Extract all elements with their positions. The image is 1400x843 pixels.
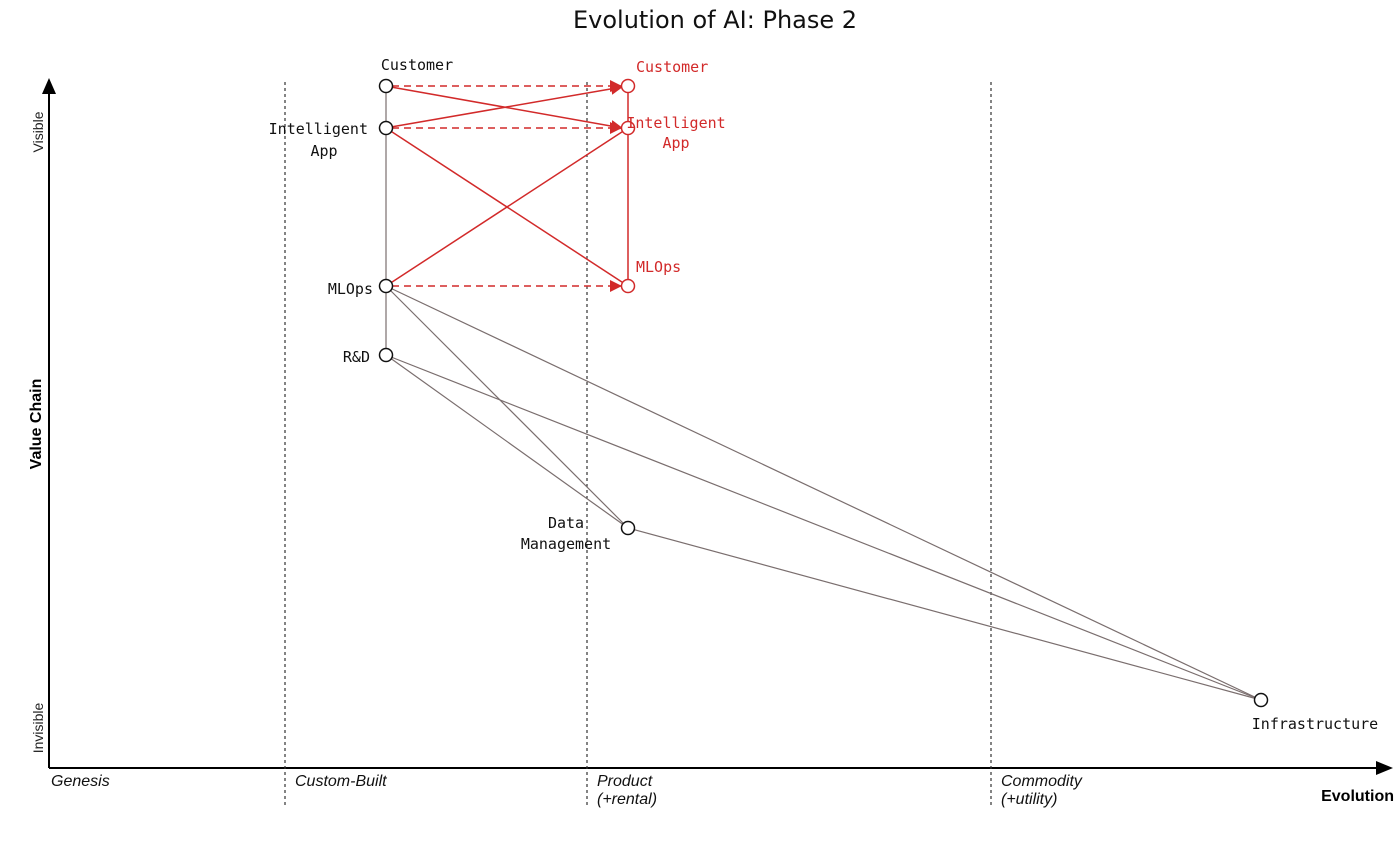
node-mlops[interactable] — [378, 278, 394, 294]
label-intelligent-app-2: App — [310, 142, 337, 160]
stage-dividers — [284, 82, 992, 806]
stage-commodity: Commodity — [1001, 773, 1083, 790]
label-intelligent-app-evolved-1: Intelligent — [626, 114, 725, 132]
node-rnd[interactable] — [378, 347, 394, 363]
label-mlops-evolved: MLOps — [636, 258, 681, 276]
evolution-arrows — [390, 80, 623, 292]
node-intelligent-app-evolved[interactable] — [620, 120, 636, 136]
label-mlops: MLOps — [328, 280, 373, 298]
stage-product-sub: (+rental) — [597, 791, 657, 808]
label-data-management-2: Management — [521, 535, 611, 553]
stage-genesis: Genesis — [51, 773, 110, 790]
component-nodes — [378, 78, 1269, 708]
label-rnd: R&D — [343, 348, 370, 366]
component-labels: Customer Intelligent App MLOps R&D Data … — [269, 56, 1379, 733]
label-infrastructure: Infrastructure — [1252, 715, 1378, 733]
y-axis-arrowhead — [42, 78, 56, 94]
link-data-management-infrastructure — [627, 527, 1262, 701]
evolved-links — [385, 86, 629, 287]
y-axis-invisible-label: Invisible — [30, 703, 46, 754]
link-rnd-infrastructure — [385, 354, 1262, 701]
label-customer-evolved: Customer — [636, 58, 708, 76]
stage-labels: Genesis Custom-Built Product (+rental) C… — [51, 773, 1083, 808]
arrow-app-to-evolved-customer — [390, 82, 623, 128]
stage-custom-built: Custom-Built — [295, 773, 387, 790]
link-mlops-to-evolved-app — [385, 127, 629, 287]
link-rnd-data-management — [385, 354, 629, 529]
label-data-management-1: Data — [548, 514, 584, 532]
diagram-title: Evolution of AI: Phase 2 — [573, 6, 857, 34]
node-infrastructure[interactable] — [1253, 692, 1269, 708]
link-mlops-data-management — [385, 285, 629, 529]
y-axis-label: Value Chain — [28, 379, 45, 470]
x-axis-arrowhead — [1376, 761, 1393, 775]
node-customer[interactable] — [378, 78, 394, 94]
node-data-management[interactable] — [620, 520, 636, 536]
node-intelligent-app[interactable] — [378, 120, 394, 136]
node-mlops-evolved[interactable] — [620, 278, 636, 294]
label-customer: Customer — [381, 56, 453, 74]
stage-product: Product — [597, 773, 653, 790]
axes: Visible Invisible Value Chain Evolution — [28, 78, 1394, 805]
dependency-links — [385, 86, 1262, 701]
stage-commodity-sub: (+utility) — [1001, 791, 1057, 808]
label-intelligent-app-1: Intelligent — [269, 120, 368, 138]
link-mlops-infrastructure — [385, 285, 1262, 701]
x-axis-label: Evolution — [1321, 788, 1394, 805]
node-customer-evolved[interactable] — [620, 78, 636, 94]
label-intelligent-app-evolved-2: App — [662, 134, 689, 152]
y-axis-visible-label: Visible — [30, 111, 46, 152]
